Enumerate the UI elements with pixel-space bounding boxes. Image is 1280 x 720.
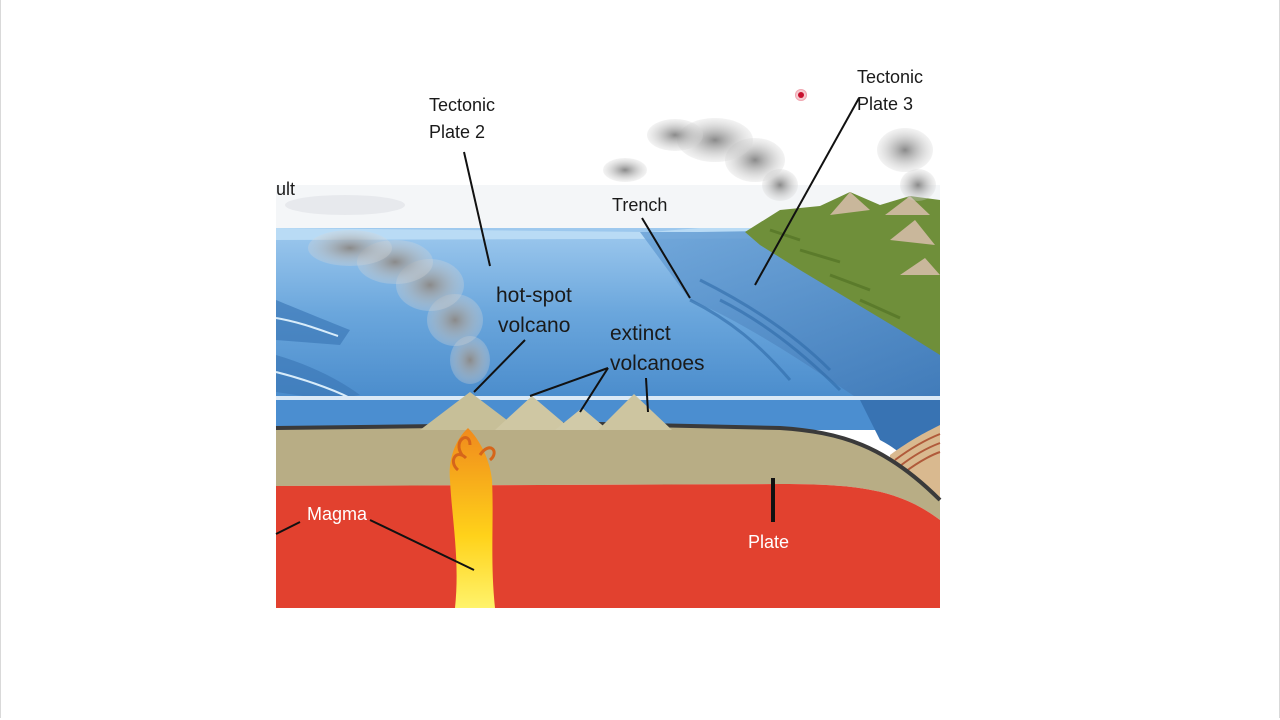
hotspot-volcano	[420, 392, 520, 430]
mantle	[276, 484, 940, 608]
label-tectonic-plate-3-line2: Plate 3	[857, 94, 914, 114]
trench-streaks	[689, 278, 842, 392]
mountain-peaks	[830, 192, 940, 275]
extinct-volcano-3	[598, 394, 672, 430]
sea-horizon-line	[276, 396, 940, 400]
pointer-cursor	[795, 89, 807, 101]
label-extinct-line2: volcanoes	[610, 352, 705, 375]
label-hotspot-line2: volcano	[498, 314, 571, 337]
crust-plate	[276, 424, 940, 520]
label-tectonic-plate-2-line1: Tectonic	[429, 95, 496, 115]
smoke-left	[285, 195, 405, 215]
label-plate: Plate	[748, 532, 790, 552]
smoke-hotspot	[308, 230, 490, 384]
label-partial-left: ult	[276, 179, 296, 199]
rock-layers	[890, 425, 940, 500]
label-tectonic-plate-3-line1: Tectonic	[857, 67, 924, 87]
magma-swirls	[452, 436, 496, 472]
left-ridges-light	[275, 317, 351, 399]
extinct-volcano-2	[555, 408, 608, 430]
leader-lines	[275, 97, 860, 571]
rock-layer-stripes	[894, 433, 941, 473]
land-texture	[769, 228, 901, 320]
smoke-trench	[603, 118, 798, 201]
label-hotspot-line1: hot-spot	[496, 284, 572, 307]
label-magma: Magma	[307, 504, 368, 524]
smoke-right	[877, 128, 936, 201]
crust-top-edge	[275, 421, 942, 502]
extinct-volcano-1	[495, 396, 572, 430]
label-tectonic-plate-2-line2: Plate 2	[429, 122, 486, 142]
label-extinct-line1: extinct	[610, 322, 671, 345]
label-trench: Trench	[612, 195, 668, 215]
left-ridges	[276, 300, 360, 400]
